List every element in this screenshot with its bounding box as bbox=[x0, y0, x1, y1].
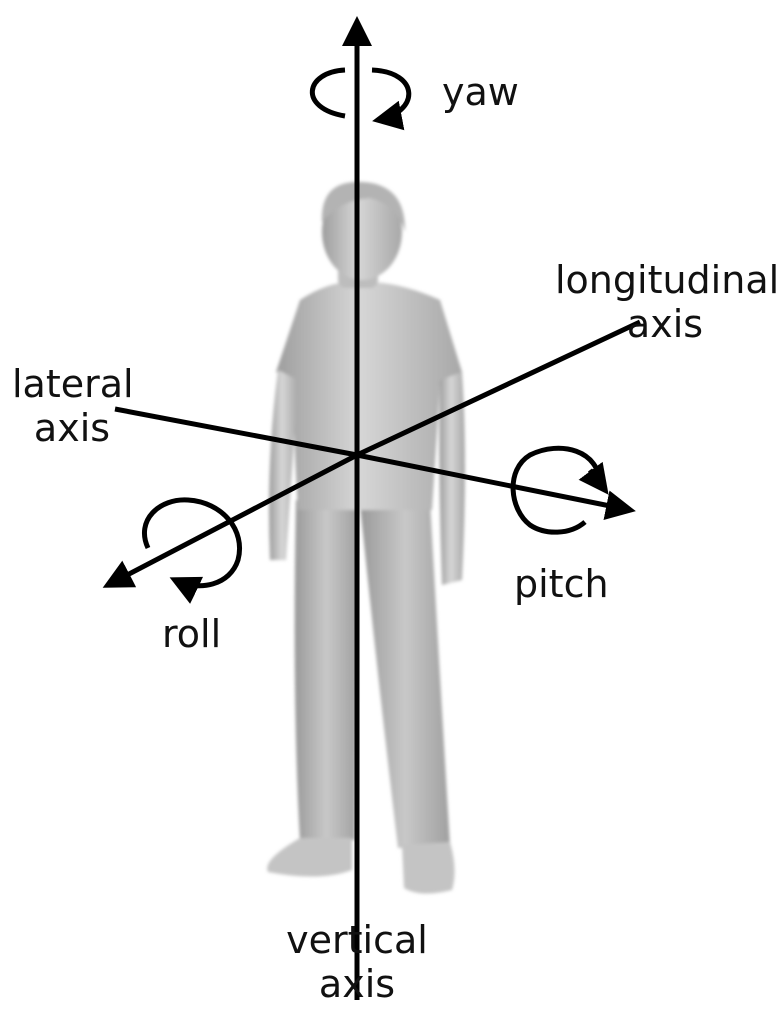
pitch-label: pitch bbox=[514, 562, 609, 606]
longitudinal-axis-text: axis bbox=[555, 302, 775, 346]
roll-label: roll bbox=[162, 612, 221, 656]
yaw-label: yaw bbox=[442, 70, 519, 114]
longitudinal-axis-label: longitudinal axis bbox=[555, 258, 775, 346]
lateral-text: lateral bbox=[12, 362, 132, 406]
longitudinal-text: longitudinal bbox=[555, 258, 775, 302]
right-shoe bbox=[402, 842, 455, 894]
roll-text: roll bbox=[162, 612, 221, 656]
yaw-rotation-arrow bbox=[312, 70, 408, 120]
pitch-text: pitch bbox=[514, 562, 609, 606]
yaw-text: yaw bbox=[442, 70, 519, 114]
left-leg bbox=[295, 500, 358, 842]
left-shoe bbox=[267, 838, 352, 877]
lateral-axis-text: axis bbox=[12, 406, 132, 450]
left-arm bbox=[269, 370, 298, 560]
lateral-axis-label: lateral axis bbox=[12, 362, 132, 450]
right-leg bbox=[360, 500, 450, 848]
vertical-axis-text: axis bbox=[257, 962, 457, 1006]
vertical-axis-label: vertical axis bbox=[257, 918, 457, 1006]
vertical-text: vertical bbox=[257, 918, 457, 962]
human-figure bbox=[267, 182, 465, 894]
torso bbox=[276, 282, 462, 510]
